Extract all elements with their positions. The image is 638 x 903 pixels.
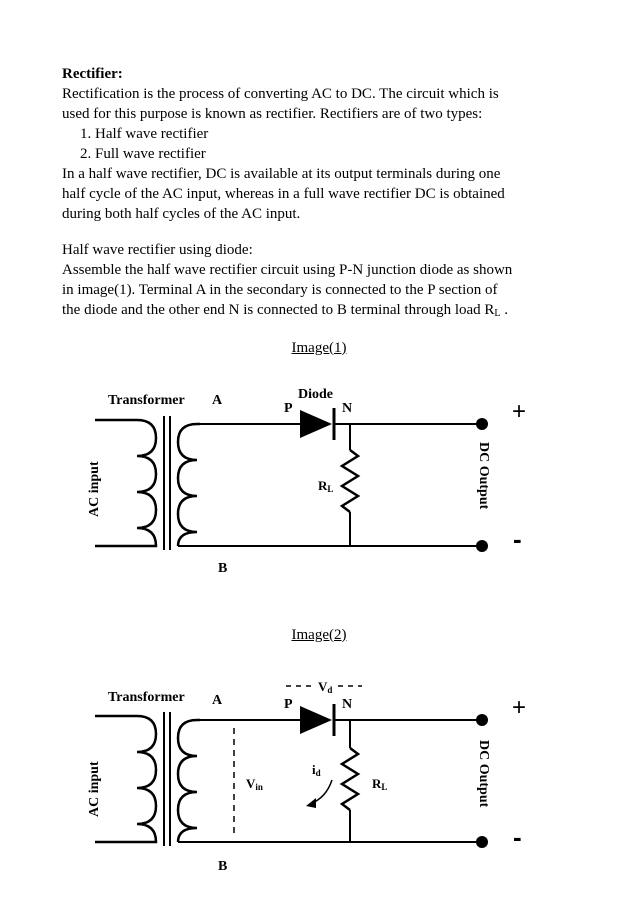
negative-terminal: [476, 836, 488, 848]
id-label: id: [312, 762, 321, 778]
assemble-line-2: in image(1). Terminal A in the secondary…: [62, 282, 498, 298]
plus-sign: +: [512, 398, 526, 425]
half-wave-rectifier-diagram-2: Transformer A B P N Vd Vin id RL AC inpu…: [87, 679, 526, 874]
p-label: P: [284, 401, 293, 416]
load-resistor: [339, 449, 361, 513]
dc-output-label: DC Output: [476, 740, 491, 808]
terminal-b-label: B: [218, 859, 227, 874]
explain-line-2: half cycle of the AC input, whereas in a…: [62, 186, 505, 202]
rl-label: RL: [372, 776, 387, 792]
vin-label: Vin: [246, 776, 263, 792]
assemble-line-3: the diode and the other end N is connect…: [62, 302, 509, 319]
secondary-coil: [176, 422, 200, 547]
primary-coil: [95, 418, 158, 548]
plus-sign: +: [512, 694, 526, 721]
negative-terminal: [476, 540, 488, 552]
terminal-b-label: B: [218, 561, 227, 576]
rl-label: RL: [318, 478, 333, 494]
n-label: N: [342, 697, 352, 712]
section-heading: Rectifier:: [62, 66, 123, 82]
type-item-2: 2. Full wave rectifier: [80, 146, 206, 162]
intro-line-1: Rectification is the process of converti…: [62, 86, 499, 102]
current-arrowhead: [306, 798, 316, 808]
type-item-1: 1. Half wave rectifier: [80, 126, 209, 142]
diode-symbol: [300, 706, 332, 734]
explain-line-3: during both half cycles of the AC input.: [62, 206, 301, 222]
primary-coil: [95, 714, 158, 844]
ac-input-label: AC input: [87, 461, 102, 517]
subheading: Half wave rectifier using diode:: [62, 242, 253, 258]
p-label: P: [284, 697, 293, 712]
ac-input-label: AC input: [87, 761, 102, 817]
diode-symbol: [300, 410, 332, 438]
diode-label: Diode: [298, 387, 333, 402]
intro-line-2: used for this purpose is known as rectif…: [62, 106, 483, 122]
assemble-line-1: Assemble the half wave rectifier circuit…: [62, 262, 513, 278]
load-resistor: [339, 747, 361, 811]
transformer-label: Transformer: [108, 690, 185, 705]
explain-line-1: In a half wave rectifier, DC is availabl…: [62, 166, 501, 182]
minus-sign: -: [513, 524, 522, 554]
n-label: N: [342, 401, 352, 416]
figure1-caption: Image(1): [291, 340, 347, 356]
vd-label: Vd: [318, 679, 332, 695]
secondary-coil: [176, 718, 200, 843]
terminal-a-label: A: [212, 693, 223, 708]
half-wave-rectifier-diagram-1: Transformer A B Diode P N RL AC input DC…: [87, 387, 526, 576]
positive-terminal: [476, 418, 488, 430]
dc-output-label: DC Output: [476, 442, 491, 510]
transformer-label: Transformer: [108, 393, 185, 408]
figure2-caption: Image(2): [291, 627, 347, 643]
terminal-a-label: A: [212, 393, 223, 408]
positive-terminal: [476, 714, 488, 726]
minus-sign: -: [513, 822, 522, 852]
